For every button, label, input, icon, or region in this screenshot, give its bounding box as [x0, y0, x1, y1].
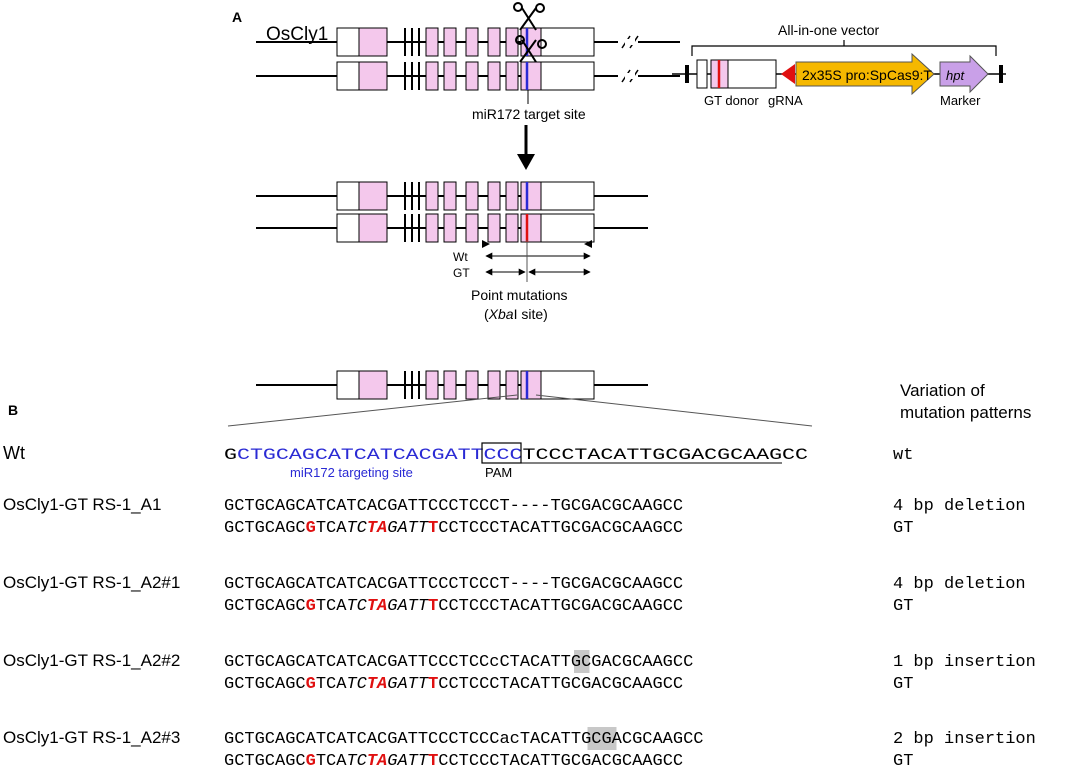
mutant-sequence: GCTGCAGCATCATCACGATTCCCTCCCT----TGCGACGC…	[224, 575, 683, 594]
gene-model	[256, 27, 680, 57]
pam-label: PAM	[485, 465, 512, 480]
gene-model	[256, 61, 680, 91]
mutant-name: OsCly1-GT RS-1_A2#1	[3, 573, 180, 592]
gene-model	[256, 181, 648, 211]
vector-title: All-in-one vector	[778, 22, 879, 38]
mutant-name: OsCly1-GT RS-1_A2#2	[3, 651, 180, 670]
gt-amplicon-label: GT	[453, 266, 470, 280]
panel-b-label: B	[8, 402, 18, 418]
marker-label: Marker	[940, 93, 981, 108]
wt-target-label: miR172 targeting site	[290, 465, 413, 480]
gt-sequence: GCTGCAGCGTCATCTAGATTTCCTCCCTACATTGCGACGC…	[224, 597, 683, 616]
down-arrow-icon	[517, 125, 535, 170]
mutant-row: OsCly1-GT RS-1_A2#3 GCTGCAGCATCATCACGATTC…	[3, 727, 1036, 771]
xba-site-label: (XbaI site)	[484, 306, 548, 322]
insertion-highlight	[587, 727, 617, 750]
mutant-row: OsCly1-GT RS-1_A2#2 GCTGCAGCATCATCACGATTC…	[3, 650, 1036, 694]
panel-a-label: A	[232, 9, 242, 25]
mutant-variation: 1 bp insertion	[893, 653, 1036, 672]
variation-header-1: Variation of	[900, 381, 985, 400]
vector-construct: All-in-one vector 2x35S pro:SpCas9:T hpt…	[672, 22, 1006, 108]
gene-models	[256, 27, 680, 400]
grna-label: gRNA	[768, 93, 803, 108]
gt-variation: GT	[893, 597, 913, 616]
pam-box	[481, 442, 522, 464]
mutant-variation: 2 bp insertion	[893, 730, 1036, 749]
gt-variation: GT	[893, 519, 913, 538]
mutant-name: OsCly1-GT RS-1_A1	[3, 495, 161, 514]
point-mutations-label: Point mutations	[471, 287, 568, 303]
mutant-row: OsCly1-GT RS-1_A2#1 GCTGCAGCATCATCACGATTC…	[3, 573, 1026, 616]
gene-model	[256, 370, 648, 400]
gt-sequence: GCTGCAGCGTCATCTAGATTTCCTCCCTACATTGCGACGC…	[224, 752, 683, 771]
zoom-line-right	[535, 394, 813, 427]
target-site-label: miR172 target site	[472, 106, 586, 122]
wt-amplicon-label: Wt	[453, 250, 468, 264]
zoom-line-left	[227, 394, 518, 427]
gt-sequence: GCTGCAGCGTCATCTAGATTTCCTCCCTACATTGCGACGC…	[224, 519, 683, 538]
mutant-row: OsCly1-GT RS-1_A1 GCTGCAGCATCATCACGATTCCC…	[3, 495, 1026, 538]
amplicon-diagram: Wt GT Point mutations (XbaI site)	[453, 240, 592, 322]
gene-model	[256, 213, 648, 243]
gt-variation: GT	[893, 675, 913, 694]
hpt-label: hpt	[946, 68, 965, 83]
mutant-sequence: GCTGCAGCATCATCACGATTCCCTCCcCTACATTGCGACG…	[224, 653, 693, 672]
gt-variation: GT	[893, 752, 913, 771]
insertion-highlight	[574, 650, 590, 673]
scissors-icon	[513, 2, 547, 63]
mutant-variation: 4 bp deletion	[893, 575, 1026, 594]
variation-header-2: mutation patterns	[900, 403, 1031, 422]
gene-name: OsCly1	[266, 24, 328, 45]
cas9-label: 2x35S pro:SpCas9:T	[802, 67, 932, 83]
gt-sequence: GCTGCAGCGTCATCTAGATTTCCTCCCTACATTGCGACGC…	[224, 675, 683, 694]
mutant-sequence: GCTGCAGCATCATCACGATTCCCTCCCT----TGCGACGC…	[224, 497, 683, 516]
gt-donor-label: GT donor	[704, 93, 759, 108]
mutant-name: OsCly1-GT RS-1_A2#3	[3, 728, 180, 747]
mutant-variation: 4 bp deletion	[893, 497, 1026, 516]
mutant-sequence: GCTGCAGCATCATCACGATTCCCTCCCacTACATTGCGAC…	[224, 730, 704, 749]
wt-row-name: Wt	[3, 443, 25, 463]
wt-variation: wt	[893, 446, 913, 465]
